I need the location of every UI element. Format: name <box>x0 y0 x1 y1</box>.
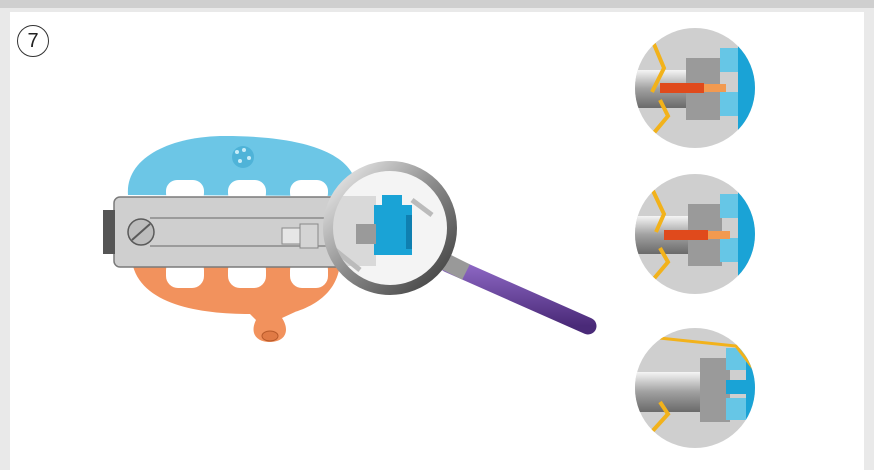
magnifier-handle <box>448 264 588 326</box>
detail-view-closed <box>630 328 770 448</box>
detail-view-partially-open <box>630 174 758 294</box>
base-fitting <box>262 331 278 341</box>
detail-view-open <box>630 28 758 148</box>
magnifying-glass <box>320 166 588 326</box>
